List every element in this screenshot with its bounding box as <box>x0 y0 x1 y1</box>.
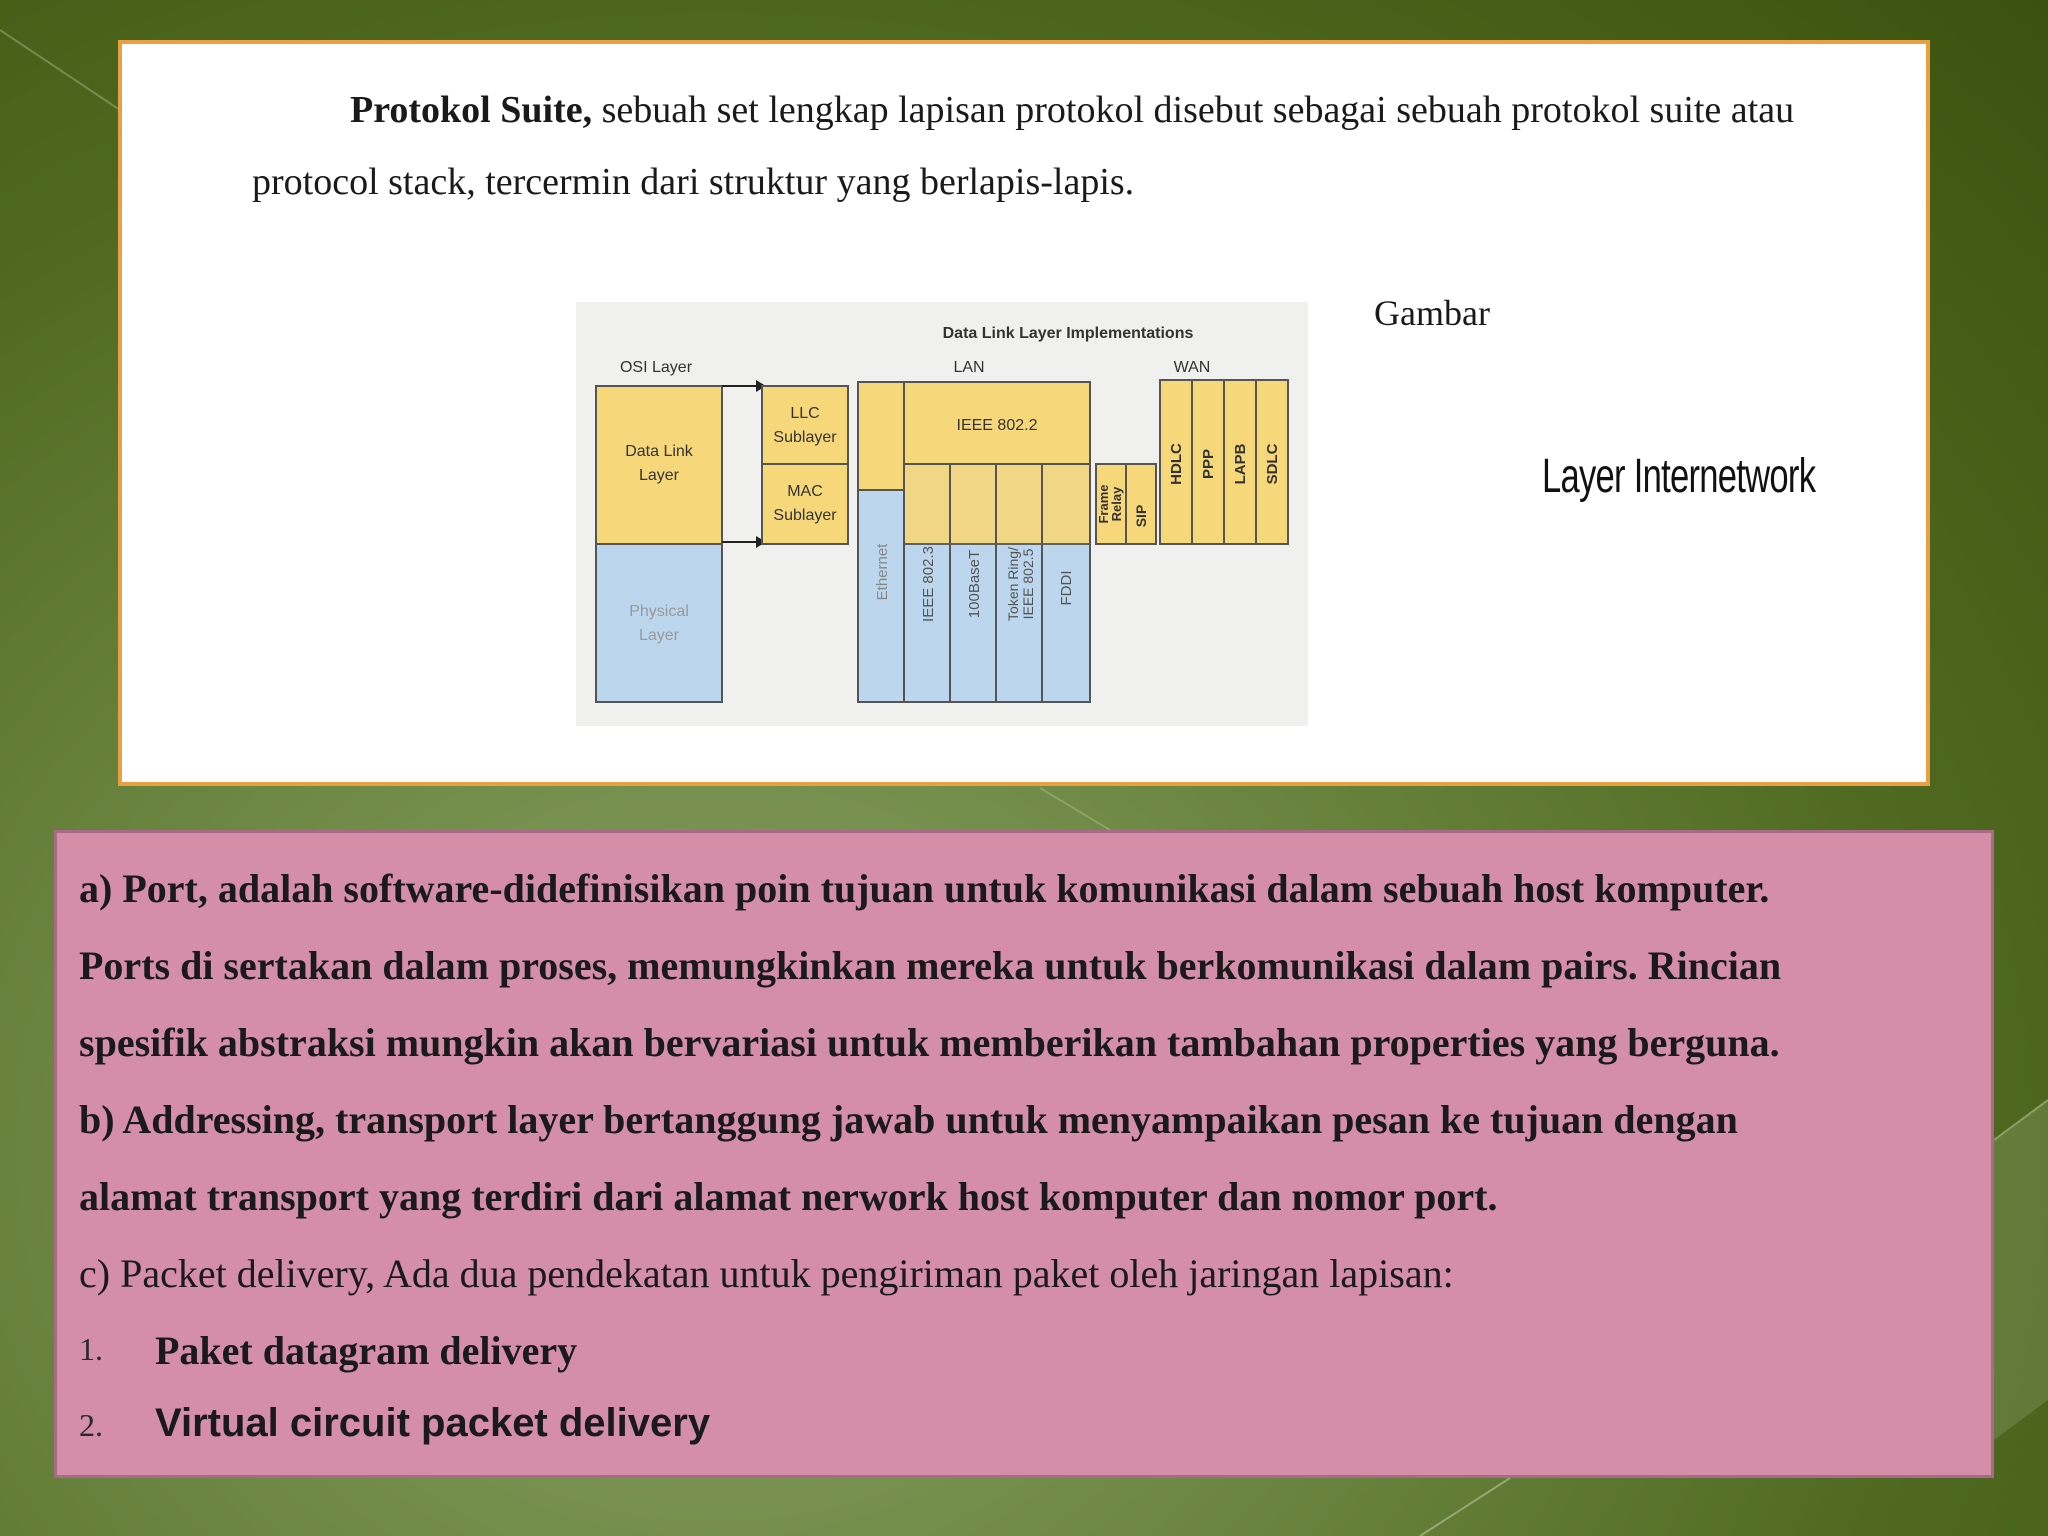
ieee-802-3-label: IEEE 802.3 <box>920 546 937 622</box>
intro-text: sebuah set lengkap lapisan protokol dise… <box>252 89 1795 203</box>
frame-relay-label-1: Frame <box>1096 484 1111 523</box>
fddi-label: FDDI <box>1058 571 1075 606</box>
list-number-2: 2. <box>79 1407 103 1443</box>
item-c-line: c) Packet delivery, Ada dua pendekatan u… <box>79 1251 1454 1296</box>
token-ring-label-1: Token Ring/ <box>1005 547 1021 621</box>
transport-layer-box: a) Port, adalah software-didefinisikan p… <box>54 830 1994 1478</box>
item-b-line-2: alamat transport yang terdiri dari alama… <box>79 1174 1498 1219</box>
list-item-virtual-circuit: Virtual circuit packet delivery <box>155 1401 711 1445</box>
data-link-layer-word: Layer <box>639 467 680 484</box>
gambar-label: Gambar <box>1374 293 1490 333</box>
sip-label: SIP <box>1133 505 1149 528</box>
wan-label: WAN <box>1174 359 1211 376</box>
token-ring-label-2: IEEE 802.5 <box>1020 548 1036 619</box>
lan-label: LAN <box>953 359 984 376</box>
protocol-suite-card: Protokol Suite, sebuah set lengkap lapis… <box>118 40 1930 786</box>
ethernet-label: Ethernet <box>874 543 891 601</box>
item-a-line-2: Ports di sertakan dalam proses, memungki… <box>79 943 1782 988</box>
lapb-label: LAPB <box>1232 443 1249 484</box>
physical-layer-word: Layer <box>639 627 680 644</box>
osi-label: OSI Layer <box>620 359 693 376</box>
list-number-1: 1. <box>79 1331 103 1367</box>
ieee-802-2-label: IEEE 802.2 <box>957 417 1038 434</box>
item-b-line-1: b) Addressing, transport layer bertanggu… <box>79 1097 1738 1142</box>
llc-sublayer: Sublayer <box>773 429 837 446</box>
item-a-line-3: spesifik abstraksi mungkin akan bervaria… <box>79 1020 1780 1065</box>
physical-label: Physical <box>629 603 689 620</box>
llc-label: LLC <box>790 405 819 422</box>
sdlc-label: SDLC <box>1264 443 1281 484</box>
hdlc-label: HDLC <box>1168 443 1185 485</box>
list-item-datagram: Paket datagram delivery <box>155 1328 578 1373</box>
data-link-label: Data Link <box>625 443 694 460</box>
intro-bold-lead: Protokol Suite, <box>350 89 593 131</box>
100baset-label: 100BaseT <box>966 550 983 618</box>
ppp-label: PPP <box>1200 449 1217 479</box>
item-a-line-1: a) Port, adalah software-didefinisikan p… <box>79 866 1770 911</box>
data-link-layer-figure: Data Link Layer Implementations OSI Laye… <box>576 302 1308 726</box>
mac-label: MAC <box>787 483 823 500</box>
figure-title: Data Link Layer Implementations <box>943 325 1194 342</box>
frame-relay-label-2: Relay <box>1109 486 1124 521</box>
mac-sublayer: Sublayer <box>773 507 837 524</box>
figure-caption: Layer Internetwork <box>1542 450 1816 503</box>
intro-paragraph: Protokol Suite, sebuah set lengkap lapis… <box>252 74 1892 218</box>
